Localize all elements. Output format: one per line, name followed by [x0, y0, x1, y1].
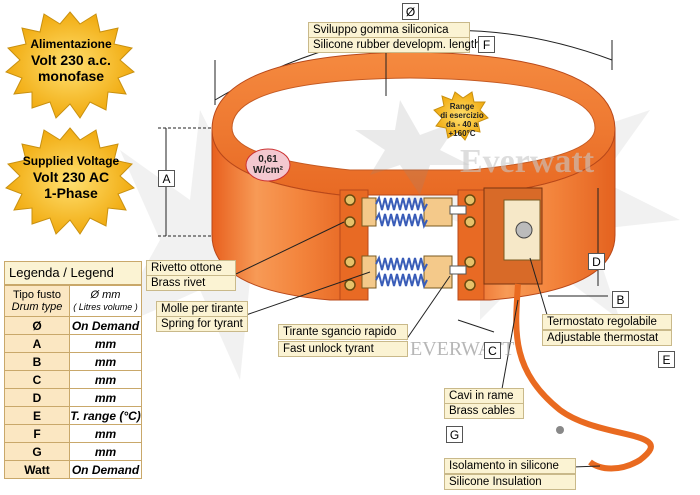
bracket-right-top [423, 197, 453, 227]
silicone-label-it: Sviluppo gomma siliconica [308, 22, 470, 38]
legend-value: mm [69, 442, 142, 461]
thermostat-label-en: Adjustable thermostat [542, 330, 672, 346]
legend-key: B [4, 352, 70, 371]
range-line1: Range [449, 102, 475, 111]
power-density-unit: W/cm² [253, 165, 283, 176]
brass-rivets [344, 194, 476, 291]
legend-value: mm [69, 388, 142, 407]
dim-f-label: F [478, 36, 495, 53]
legend-col2-paren-open: ( [73, 302, 77, 312]
dim-e-label: E [658, 351, 675, 368]
power-density-badge [245, 148, 291, 182]
voltage-badge-italian: Alimentazione Volt 230 a.c. monofase [12, 37, 130, 84]
legend-key: G [4, 442, 70, 461]
dim-a-label: A [158, 170, 175, 187]
dim-diameter-label: Ø [402, 3, 419, 20]
legend-value: On Demand [69, 316, 142, 335]
voltage-badge-english: Supplied Voltage Volt 230 AC 1-Phase [12, 154, 130, 201]
legend-col2-sub-en: volume [103, 302, 133, 312]
legend-header-value: Ø mm ( Litres volume ) [69, 285, 142, 317]
voltage-burst-english [5, 127, 135, 235]
thermostat-knob [515, 221, 533, 239]
legend-col1-it: Tipo fusto [13, 289, 61, 301]
voltage-en-line1: Supplied Voltage [22, 154, 120, 168]
voltage-it-line2: Volt 230 a.c. [31, 51, 111, 68]
rivet-label-it: Rivetto ottone [146, 260, 236, 276]
dim-g-label: G [446, 426, 463, 443]
legend-title-sep: / [63, 265, 67, 280]
dim-c-label: C [484, 342, 501, 359]
legend-value: mm [69, 424, 142, 443]
legend-key: D [4, 388, 70, 407]
legend-header-row: Tipo fusto Drum type Ø mm ( Litres volum… [4, 285, 142, 317]
cables-label-it: Cavi in rame [444, 388, 524, 404]
voltage-burst-italian [5, 11, 135, 119]
legend-title-en: Legend [70, 265, 114, 280]
silicone-label-en: Silicone rubber developm. length [308, 37, 481, 53]
power-density-text: 0,61 W/cm² [248, 154, 288, 176]
voltage-it-line1: Alimentazione [30, 37, 112, 51]
rivet-label-en: Brass rivet [146, 275, 236, 291]
legend-table: Tipo fusto Drum type Ø mm ( Litres volum… [4, 285, 142, 479]
band-inner-opening [231, 77, 596, 171]
insulation-label-en: Silicone Insulation [444, 474, 576, 490]
legend-value: mm [69, 370, 142, 389]
springs [375, 195, 428, 289]
cables-label-en: Brass cables [444, 403, 524, 419]
legend-title: Legenda / Legend [4, 261, 142, 285]
voltage-en-line3: 1-Phase [44, 184, 98, 201]
legend-value: mm [69, 334, 142, 353]
voltage-en-line2: Volt 230 AC [32, 168, 110, 185]
legend-key: E [4, 406, 70, 425]
dim-d-label: D [588, 253, 605, 270]
spring-label-it: Molle per tirante [156, 301, 248, 317]
release-label-en: Fast unlock tyrant [278, 341, 408, 357]
legend-header-type: Tipo fusto Drum type [4, 285, 70, 317]
legend-value: T. range (°C) [69, 406, 142, 425]
legend-panel: Legenda / Legend Tipo fusto Drum type Ø … [4, 261, 142, 479]
legend-col2-unit: mm [102, 289, 121, 301]
legend-key: A [4, 334, 70, 353]
legend-title-it: Legenda [9, 265, 60, 280]
power-density-value: 0,61 [258, 154, 278, 165]
legend-col2-sub-it: Litres [78, 302, 101, 312]
legend-key: Watt [4, 460, 70, 479]
thermostat-label-it: Termostato regolabile [542, 314, 672, 330]
dim-b-label: B [612, 291, 629, 308]
range-line2: di esercizio [440, 111, 484, 120]
watermark-inner [355, 100, 470, 195]
range-line4: +160°C [448, 129, 476, 138]
insulation-label-it: Isolamento in silicone [444, 458, 576, 474]
legend-value: On Demand [69, 460, 142, 479]
cable-clip [556, 426, 564, 434]
release-label-it: Tirante sgancio rapido [278, 324, 408, 340]
range-badge [433, 91, 489, 141]
legend-key: Ø [4, 316, 70, 335]
bracket-right-bottom [423, 255, 453, 289]
spring-label-en: Spring for tyrant [156, 316, 248, 332]
range-line3: da - 40 a [445, 120, 478, 129]
release-pins [449, 205, 467, 275]
legend-col1-en: Drum type [11, 301, 63, 313]
watermark-brand: Everwatt [460, 143, 595, 180]
voltage-it-line3: monofase [37, 67, 105, 84]
legend-value: mm [69, 352, 142, 371]
cable [513, 283, 654, 472]
legend-col2-paren-close: ) [134, 302, 138, 312]
legend-key: C [4, 370, 70, 389]
legend-key: F [4, 424, 70, 443]
range-text: Range di esercizio da - 40 a +160°C [436, 102, 488, 138]
legend-col2-symbol: Ø [90, 289, 100, 301]
bracket-left-top [361, 197, 377, 227]
